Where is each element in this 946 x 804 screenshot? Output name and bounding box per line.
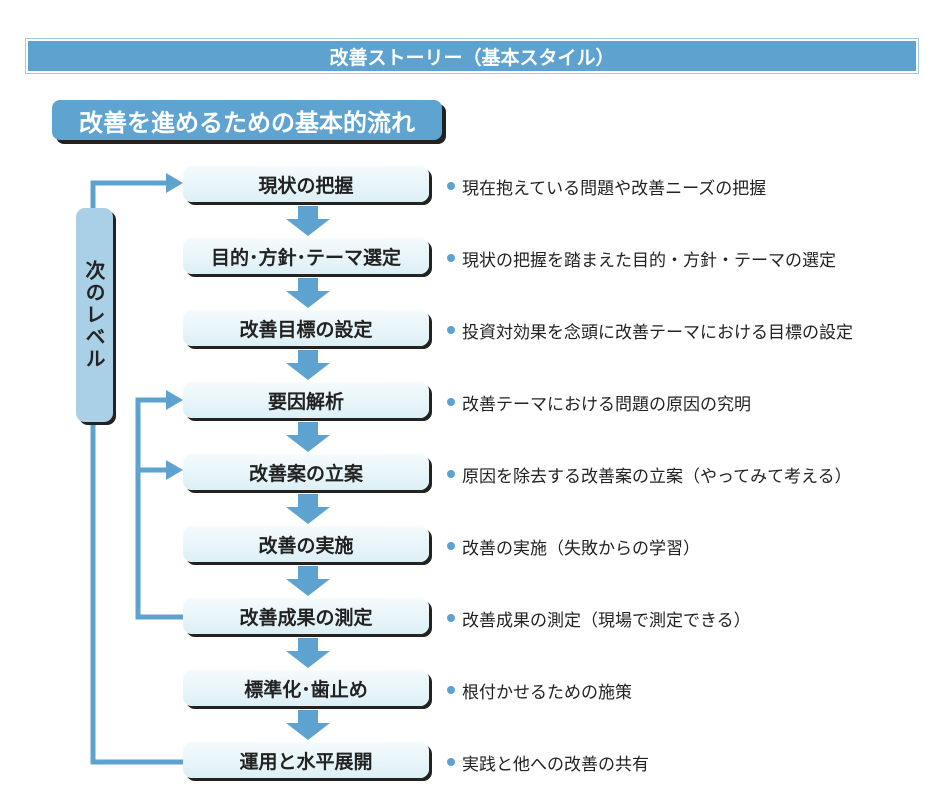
arrow-down-icon	[286, 638, 330, 668]
flow-step: 目的･方針･テーマ選定	[183, 238, 429, 274]
step-label: 要因解析	[267, 390, 344, 413]
step-label: 改善の実施	[258, 534, 354, 557]
description-text: 投資対効果を念頭に改善テーマにおける目標の設定	[462, 322, 853, 343]
bullet-icon	[447, 398, 455, 406]
flow-step: 改善成果の測定	[183, 598, 429, 634]
arrow-right-icon	[166, 390, 183, 410]
arrow-down-icon	[286, 422, 330, 452]
flow-step: 改善目標の設定	[183, 310, 429, 346]
bullet-icon	[447, 686, 455, 694]
arrow-down-icon	[286, 710, 330, 740]
step-description: 改善成果の測定（現場で測定できる）	[447, 600, 751, 636]
next-level-loop-label: 次のレベル	[76, 208, 113, 422]
flow-step: 現状の把握	[183, 166, 429, 202]
step-description: 根付かせるための施策	[447, 672, 632, 708]
step-description: 投資対効果を念頭に改善テーマにおける目標の設定	[447, 312, 853, 348]
bullet-icon	[447, 542, 455, 550]
flow-step: 標準化･歯止め	[183, 670, 429, 706]
bullet-icon	[447, 470, 455, 478]
step-description: 原因を除去する改善案の立案（やってみて考える）	[447, 456, 852, 492]
arrow-down-icon	[286, 278, 330, 308]
flow-step: 要因解析	[183, 382, 429, 418]
description-text: 根付かせるための施策	[462, 682, 632, 703]
flow-step: 改善案の立案	[183, 454, 429, 490]
step-label: 改善案の立案	[248, 462, 363, 485]
arrow-down-icon	[286, 350, 330, 380]
step-label: 標準化･歯止め	[244, 678, 368, 701]
step-label: 現状の把握	[258, 174, 354, 197]
description-text: 現在抱えている問題や改善ニーズの把握	[462, 178, 767, 199]
step-description: 実践と他への改善の共有	[447, 744, 649, 780]
description-text: 改善の実施（失敗からの学習）	[462, 538, 700, 559]
loop-top-line	[90, 180, 168, 210]
flow-step: 運用と水平展開	[183, 742, 429, 778]
arrow-down-icon	[286, 566, 330, 596]
step-description: 現状の把握を踏まえた目的・方針・テーマの選定	[447, 240, 836, 276]
step-label: 改善成果の測定	[239, 606, 373, 629]
section-heading: 改善を進めるための基本的流れ	[52, 100, 442, 140]
heading-text: 改善を進めるための基本的流れ	[79, 108, 415, 137]
step-description: 改善テーマにおける問題の原因の究明	[447, 384, 751, 420]
title: 改善ストーリー（基本スタイル）	[329, 46, 615, 69]
step-label: 運用と水平展開	[239, 750, 373, 773]
bullet-icon	[447, 326, 455, 334]
description-text: 原因を除去する改善案の立案（やってみて考える）	[462, 466, 852, 487]
title-bar: 改善ストーリー（基本スタイル）	[25, 38, 919, 74]
description-text: 現状の把握を踏まえた目的・方針・テーマの選定	[462, 250, 836, 271]
bullet-icon	[447, 758, 455, 766]
description-text: 改善成果の測定（現場で測定できる）	[462, 610, 751, 631]
description-text: 実践と他への改善の共有	[462, 754, 649, 775]
bullet-icon	[447, 614, 455, 622]
loop-bottom-line	[90, 422, 184, 765]
bullet-icon	[447, 182, 455, 190]
bullet-icon	[447, 254, 455, 262]
arrow-down-icon	[286, 206, 330, 236]
arrow-down-icon	[286, 494, 330, 524]
step-description: 改善の実施（失敗からの学習）	[447, 528, 700, 564]
arrow-right-icon	[166, 173, 183, 193]
step-label: 改善目標の設定	[239, 318, 373, 341]
step-description: 現在抱えている問題や改善ニーズの把握	[447, 168, 766, 204]
arrow-right-icon	[166, 460, 183, 480]
inner-loop-line	[135, 397, 184, 620]
description-text: 改善テーマにおける問題の原因の究明	[462, 394, 751, 415]
step-label: 目的･方針･テーマ選定	[210, 246, 401, 269]
flow-step: 改善の実施	[183, 526, 429, 562]
